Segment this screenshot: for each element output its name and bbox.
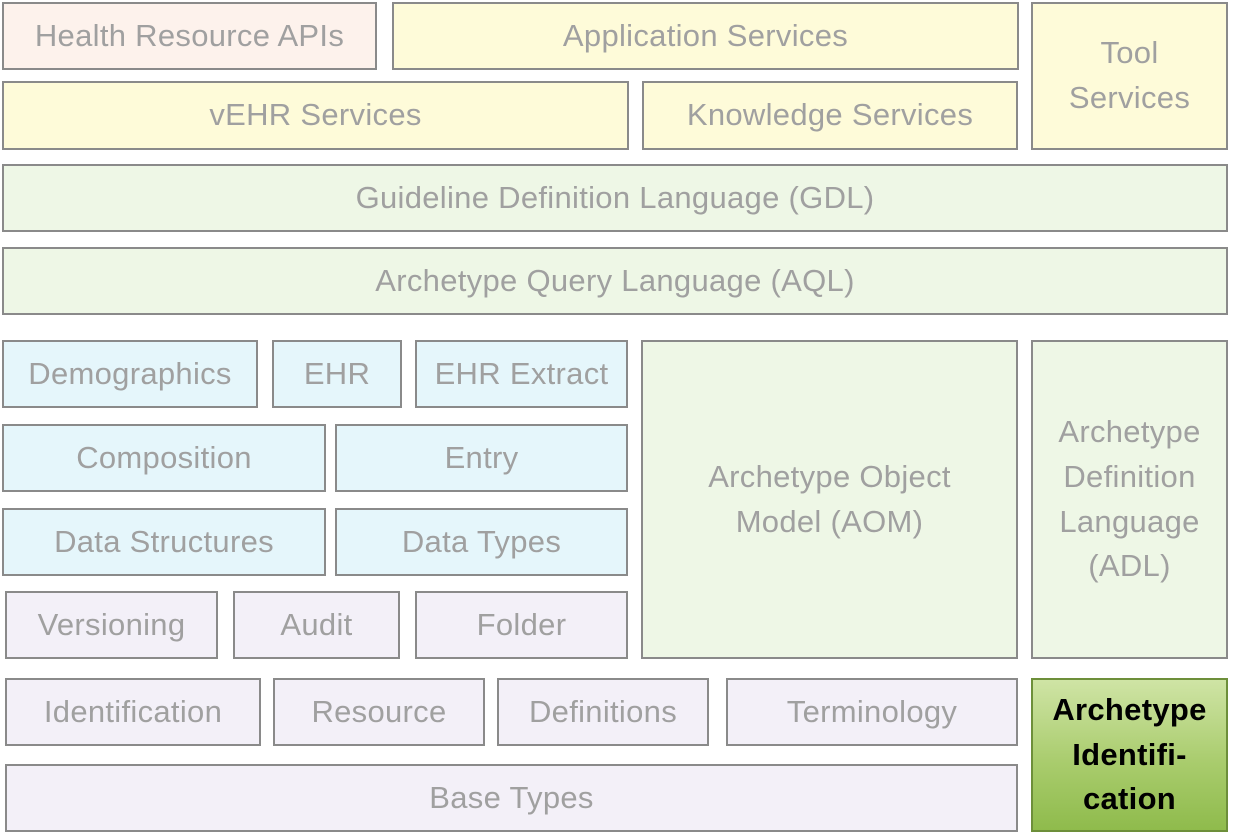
folder-box: Folder	[415, 591, 628, 659]
vehr-services-box: vEHR Services	[2, 81, 629, 150]
adl-box: Archetype Definition Language (ADL)	[1031, 340, 1228, 659]
composition-box: Composition	[2, 424, 326, 492]
gdl-box: Guideline Definition Language (GDL)	[2, 164, 1228, 232]
knowledge-services-label: Knowledge Services	[686, 97, 974, 133]
identification-label: Identification	[43, 693, 223, 729]
entry-label: Entry	[444, 439, 519, 475]
aql-box: Archetype Query Language (AQL)	[2, 247, 1228, 315]
application-services-label: Application Services	[562, 17, 849, 53]
definitions-box: Definitions	[497, 678, 709, 746]
archetype-identification-label: Archetype Identifi- cation	[1052, 691, 1207, 817]
health-resource-apis-box: Health Resource APIs	[2, 2, 377, 70]
resource-label: Resource	[311, 693, 447, 729]
aql-label: Archetype Query Language (AQL)	[375, 262, 855, 298]
application-services-box: Application Services	[392, 2, 1019, 70]
ehr-box: EHR	[272, 340, 402, 408]
ehr-extract-label: EHR Extract	[434, 355, 609, 391]
data-structures-label: Data Structures	[54, 523, 274, 559]
folder-label: Folder	[476, 606, 567, 642]
adl-label: Archetype Definition Language (ADL)	[1058, 413, 1201, 584]
versioning-label: Versioning	[37, 606, 186, 642]
identification-box: Identification	[5, 678, 261, 746]
data-types-box: Data Types	[335, 508, 628, 576]
data-structures-box: Data Structures	[2, 508, 326, 576]
vehr-services-label: vEHR Services	[209, 97, 422, 133]
terminology-label: Terminology	[786, 693, 958, 729]
tool-services-box: Tool Services	[1031, 2, 1228, 150]
knowledge-services-box: Knowledge Services	[642, 81, 1018, 150]
versioning-box: Versioning	[5, 591, 218, 659]
gdl-label: Guideline Definition Language (GDL)	[355, 179, 875, 215]
resource-box: Resource	[273, 678, 485, 746]
base-types-box: Base Types	[5, 764, 1018, 832]
demographics-box: Demographics	[2, 340, 258, 408]
aom-box: Archetype Object Model (AOM)	[641, 340, 1018, 659]
health-resource-apis-label: Health Resource APIs	[34, 17, 345, 53]
entry-box: Entry	[335, 424, 628, 492]
definitions-label: Definitions	[528, 693, 678, 729]
ehr-extract-box: EHR Extract	[415, 340, 628, 408]
aom-label: Archetype Object Model (AOM)	[708, 458, 951, 539]
audit-label: Audit	[280, 606, 353, 642]
archetype-identification-box: Archetype Identifi- cation	[1031, 678, 1228, 832]
data-types-label: Data Types	[401, 523, 562, 559]
tool-services-label: Tool Services	[1068, 35, 1191, 115]
composition-label: Composition	[76, 439, 252, 475]
demographics-label: Demographics	[28, 355, 232, 391]
base-types-label: Base Types	[429, 779, 594, 815]
ehr-label: EHR	[303, 355, 371, 391]
terminology-box: Terminology	[726, 678, 1018, 746]
audit-box: Audit	[233, 591, 400, 659]
